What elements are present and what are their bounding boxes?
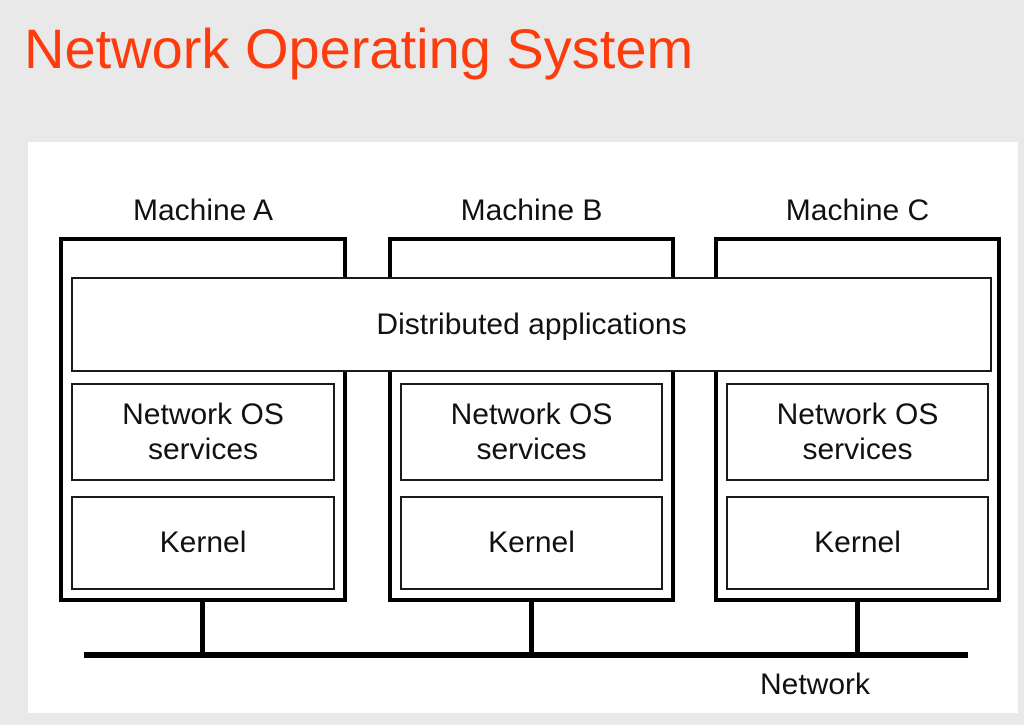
machine-c-label: Machine C xyxy=(785,194,930,227)
machine-b-services-box: Network OS services xyxy=(400,383,663,481)
machine-a-label: Machine A xyxy=(132,194,274,227)
machine-b-kernel-label: Kernel xyxy=(488,526,575,559)
machine-b-label: Machine B xyxy=(460,194,603,227)
machine-c-services-label: Network OS services xyxy=(776,398,939,466)
machine-b-network-connector-line xyxy=(529,598,534,655)
page-title: Network Operating System xyxy=(24,17,694,80)
machine-a-services-box: Network OS services xyxy=(71,383,335,481)
machine-c-network-connector-line xyxy=(855,598,860,655)
machine-c-kernel-label: Kernel xyxy=(814,526,901,559)
diagram-panel: Machine A Machine B Machine C Distribute… xyxy=(28,142,1018,713)
network-bus-line xyxy=(84,652,968,658)
distributed-applications-label: Distributed applications xyxy=(376,307,687,341)
network-label: Network xyxy=(759,668,871,701)
machine-a-network-connector-line xyxy=(200,598,205,655)
machine-a-kernel-box: Kernel xyxy=(71,496,335,590)
distributed-applications-box: Distributed applications xyxy=(71,277,992,372)
machine-a-kernel-label: Kernel xyxy=(159,526,247,559)
machine-b-services-label: Network OS services xyxy=(450,398,613,466)
machine-c-kernel-box: Kernel xyxy=(726,496,989,590)
machine-b-kernel-box: Kernel xyxy=(400,496,663,590)
machine-a-services-label: Network OS services xyxy=(122,398,284,466)
machine-c-services-box: Network OS services xyxy=(726,383,989,481)
